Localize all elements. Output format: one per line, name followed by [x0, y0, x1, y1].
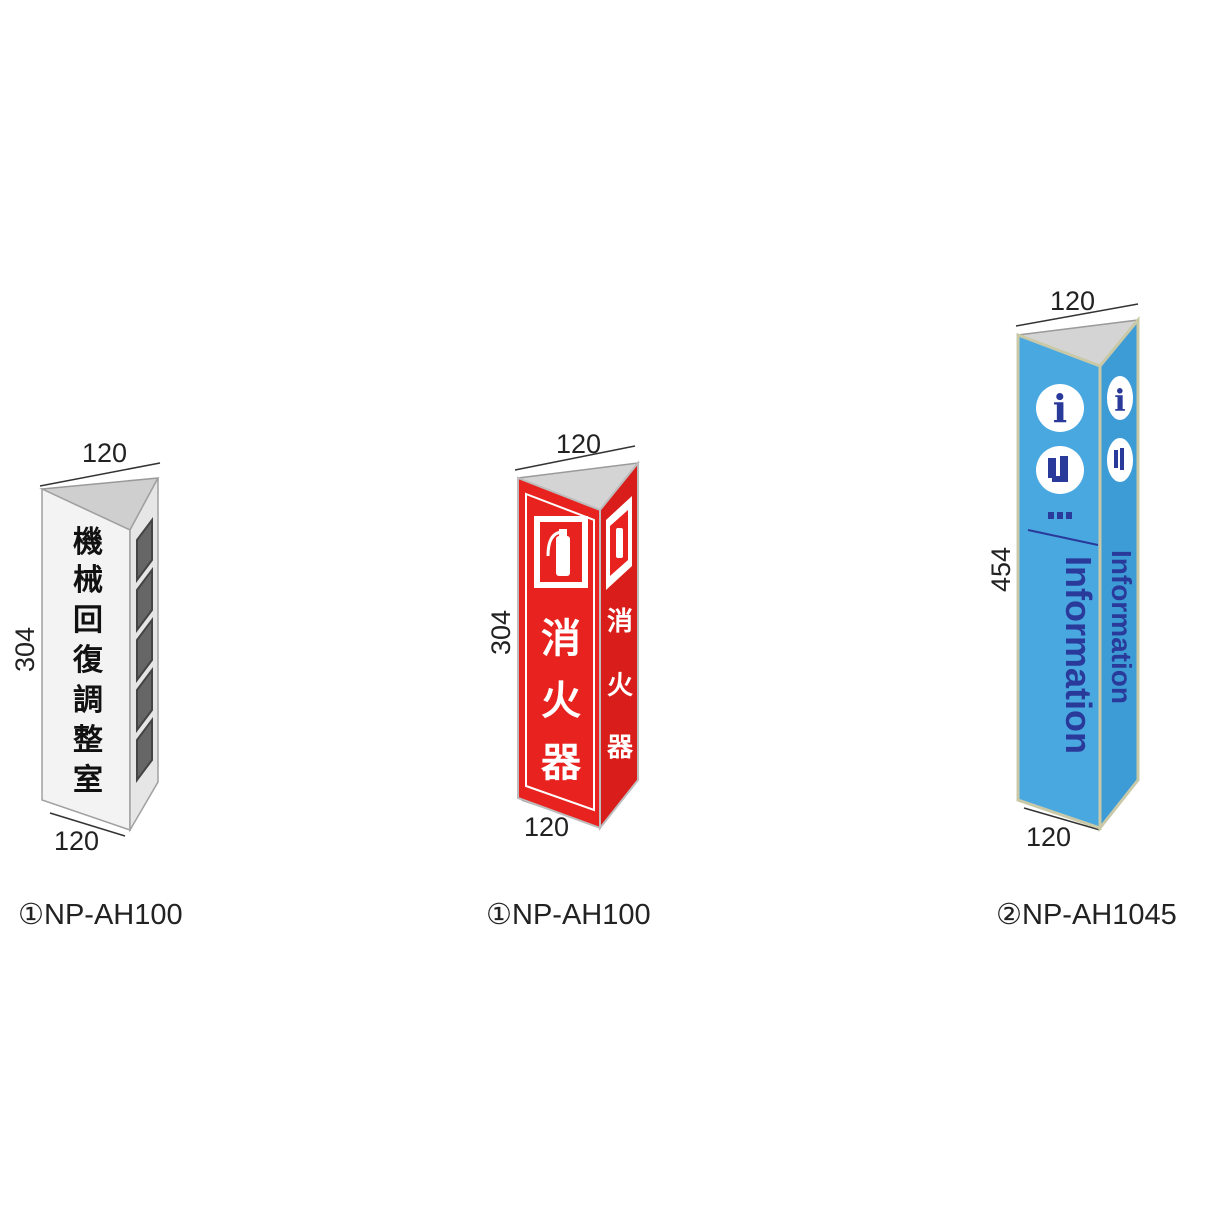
depth-label: 120: [524, 812, 569, 842]
depth-label: 120: [54, 826, 99, 856]
product-caption: ②NP-AH1045: [996, 899, 1177, 931]
svg-text:消: 消: [607, 607, 633, 637]
product-3: 120 454 120 i i: [986, 286, 1177, 931]
svg-text:i: i: [1114, 384, 1125, 419]
side-slots: [136, 517, 153, 783]
info-icon: i: [1107, 376, 1133, 420]
product-2: 120 304 120 消 火 器 消: [486, 429, 651, 931]
sign-text-vertical: 消 火 器: [541, 616, 582, 786]
svg-text:室: 室: [73, 763, 103, 798]
fire-extinguisher-icon: [534, 516, 588, 588]
height-label: 304: [486, 610, 516, 655]
info-text-side: Information: [1106, 550, 1137, 704]
height-label: 454: [986, 547, 1016, 592]
side-text-vertical: 消 火 器: [606, 607, 634, 763]
svg-text:復: 復: [72, 643, 104, 678]
width-label: 120: [556, 429, 601, 459]
width-label: 120: [1050, 286, 1095, 316]
svg-text:火: 火: [541, 678, 581, 724]
depth-label: 120: [1026, 822, 1071, 852]
info-icon: [1107, 438, 1133, 482]
svg-text:器: 器: [541, 740, 582, 786]
info-icon: [1036, 446, 1084, 494]
sign-text-vertical: 機 械 回 復 調 整 室: [72, 525, 104, 798]
svg-text:回: 回: [73, 603, 103, 638]
info-small-marks: [1048, 512, 1072, 519]
info-text-front: Information: [1058, 556, 1099, 754]
product-caption: ①NP-AH100: [18, 899, 183, 931]
front-border: [525, 492, 595, 812]
svg-text:i: i: [1053, 386, 1067, 431]
product-caption: ①NP-AH100: [486, 899, 651, 931]
product-1: 120 304 120 機 械 回 復 調 整 室 ①NP-AH100: [10, 438, 183, 931]
divider: [1027, 529, 1099, 546]
svg-text:機: 機: [73, 525, 103, 560]
svg-text:器: 器: [606, 733, 634, 763]
width-label: 120: [82, 438, 127, 468]
svg-text:整: 整: [73, 723, 103, 758]
height-label: 304: [10, 627, 40, 672]
svg-text:火: 火: [607, 671, 633, 701]
svg-text:調: 調: [73, 683, 103, 718]
svg-text:械: 械: [73, 563, 103, 598]
svg-text:消: 消: [541, 616, 581, 662]
fire-extinguisher-icon: [606, 496, 632, 590]
info-icon: i: [1036, 384, 1084, 432]
